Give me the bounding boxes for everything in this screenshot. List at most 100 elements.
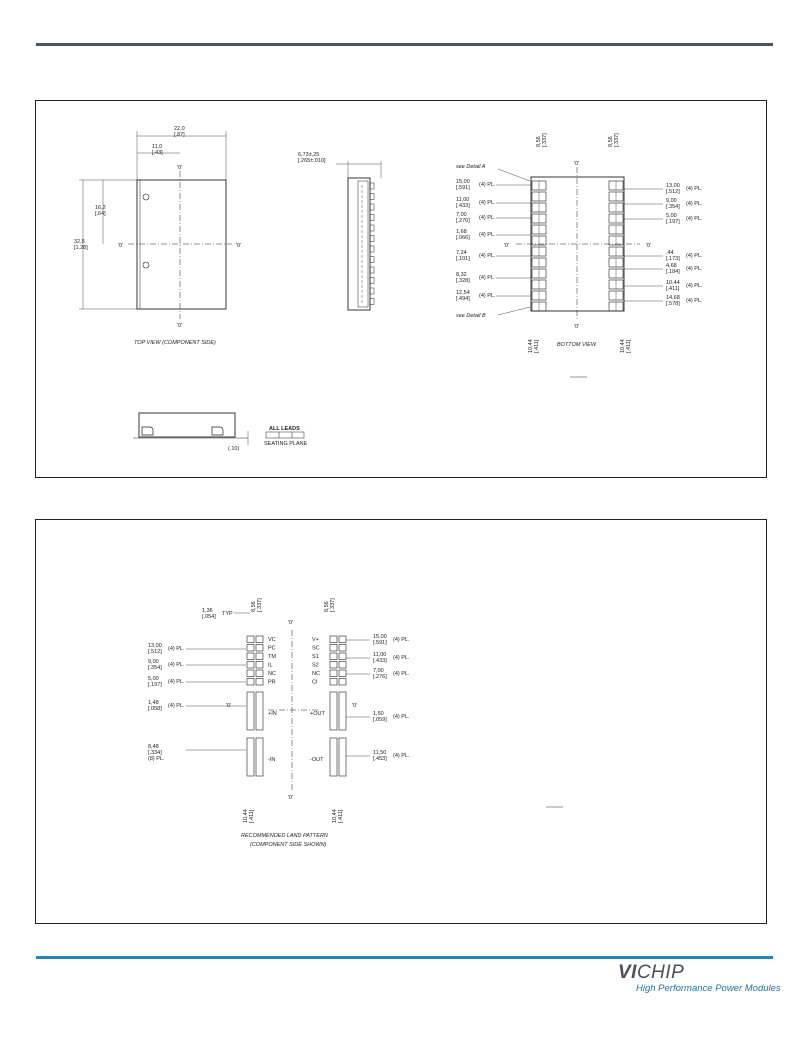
bv-left-dim-note: (4) PL. [479, 215, 496, 221]
bv-right-dim-mm: 14,68 [666, 295, 680, 301]
land-power-pad [255, 737, 264, 777]
land-pattern-caption: RECOMMENDED LAND PATTERN [241, 833, 328, 839]
bv-right-dim-note: (4) PL. [686, 253, 703, 259]
left-power-label: -IN [268, 757, 275, 763]
land-power-pad [255, 691, 264, 731]
land-pad [329, 669, 338, 677]
land-left-dim-mm: 1,48 [148, 700, 159, 706]
bv-left-dim-in: [.433] [456, 203, 470, 209]
land-left-dim-note: (4) PL. [168, 703, 185, 709]
bv-left-dim-mm: 1,68 [456, 229, 467, 235]
lp-top-left-dim-in: [.337] [257, 598, 263, 612]
bv-top-right-dim-in: [.337] [614, 133, 620, 147]
bv-right-dim-note: (4) PL. [686, 298, 703, 304]
land-power-pad [338, 737, 347, 777]
lp-bottom-right-dim: 10,44 [332, 809, 338, 823]
land-left-dim-mm: 5,00 [148, 676, 159, 682]
lp-bottom-left-dim-in: [.411] [249, 809, 255, 823]
bv-left-dim-in: [.276] [456, 218, 470, 224]
land-left-dimensions: 13,00[.512](4) PL.9,00[.354](4) PL.5,00[… [148, 643, 246, 762]
land-pad [255, 678, 264, 686]
land-right-dim-mm: 7,00 [373, 668, 384, 674]
side-view: 6,73±,25 [.265±.010] [298, 152, 382, 311]
bv-left-dim-note: (4) PL. [479, 293, 496, 299]
land-left-pad-column [246, 635, 264, 777]
header-rule [36, 43, 773, 46]
bv-bottom-right-dim: 10,44 [620, 339, 626, 353]
lp-top-right-dim: 8,56 [324, 601, 330, 612]
bv-right-dim-in: [.411] [666, 286, 680, 292]
land-power-pad [246, 691, 255, 731]
land-left-dim-in: [.197] [148, 682, 162, 688]
bv-left-dim-mm: 11,00 [456, 197, 469, 203]
bv-right-dim-note: (4) PL. [686, 283, 703, 289]
land-pad [329, 678, 338, 686]
land-pad [255, 635, 264, 643]
bv-left-dim-in: [.494] [456, 296, 470, 302]
logo-bold: VI [618, 962, 637, 983]
bv-top-right-dim: 8,56 [608, 136, 614, 147]
top-view-caption: TOP VIEW (COMPONENT SIDE) [134, 340, 216, 346]
land-pad [338, 661, 347, 669]
bv-left-dim-in: [.066] [456, 235, 470, 241]
land-pad [255, 669, 264, 677]
land-right-dim-note: (4) PL. [393, 671, 410, 677]
land-left-dim-in: [.334] [148, 750, 162, 756]
left-pin-label: NC [268, 671, 276, 677]
land-pad [246, 661, 255, 669]
land-right-dim-in: [.059] [373, 717, 387, 723]
land-left-dim-in: [.354] [148, 665, 162, 671]
right-pin-label: S2 [312, 663, 319, 669]
right-power-label: +OUT [310, 711, 325, 717]
bv-right-dim-mm: ,44 [666, 250, 674, 256]
bv-left-dim-in: [.591] [456, 185, 470, 191]
left-pin-label: VC [268, 637, 276, 643]
bv-left-dim-note: (4) PL. [479, 232, 496, 238]
lp-bottom-left-dim: 10,44 [243, 809, 249, 823]
seating-tolerance: (.10) [228, 446, 239, 452]
left-pin-label: TM [268, 654, 276, 660]
land-right-dim-mm: 1,50 [373, 711, 384, 717]
top-width-dim: 22,0 [174, 126, 185, 132]
land-origin-left: '0' [226, 703, 231, 709]
bv-right-dim-note: (4) PL. [686, 216, 703, 222]
bv-right-dim-in: [.512] [666, 189, 680, 195]
lp-top-right-dim-in: [.337] [330, 598, 336, 612]
land-left-dim-note: (4) PL. [168, 646, 185, 652]
bv-right-dim-in: [.354] [666, 204, 680, 210]
left-pin-label: PR [268, 680, 276, 686]
bottom-origin-left: '0' [504, 243, 509, 249]
top-pitch-dim-in: [.43] [152, 150, 163, 156]
land-right-dim-note: (4) PL. [393, 655, 410, 661]
package-outline-drawing: 22,0 [.87] 11,0 [.43] 32,5 [1.28] 16,2 [… [74, 126, 703, 452]
bv-left-dim-note: (4) PL. [479, 182, 496, 188]
land-pad [255, 652, 264, 660]
bottom-origin-right: '0' [646, 243, 651, 249]
top-view-body [136, 179, 227, 310]
top-view: 22,0 [.87] 11,0 [.43] 32,5 [1.28] 16,2 [… [74, 126, 241, 346]
left-pin-label: IL [268, 663, 273, 669]
pin-pitch-note: TYP [222, 611, 233, 617]
bv-right-dim-mm: 4,68 [666, 263, 677, 269]
top-width-dim-in: [.87] [174, 132, 185, 138]
land-right-dim-in: [.276] [373, 674, 387, 680]
right-pin-label: V+ [312, 637, 319, 643]
land-origin-top: '0' [288, 620, 293, 626]
detail-b-label: see Detail B [456, 313, 486, 319]
tagline: High Performance Power Modules [636, 983, 781, 994]
land-pad [246, 652, 255, 660]
vichip-logo: VICHIP High Performance Power Modules [618, 962, 781, 1002]
bottom-right-dimensions: 13,00[.512](4) PL.9,00[.354](4) PL.5,00[… [624, 183, 703, 307]
land-left-dim-note: (4) PL. [168, 662, 185, 668]
bv-left-dim-note: (4) PL. [479, 275, 496, 281]
left-pin-label: PC [268, 646, 276, 652]
bv-right-dim-mm: 13,00 [666, 183, 680, 189]
bv-right-dim-mm: 10,44 [666, 280, 680, 286]
bv-left-dim-mm: 12,54 [456, 290, 470, 296]
land-left-dim-note: (4) PL. [168, 679, 185, 685]
package-outline-panel: 22,0 [.87] 11,0 [.43] 32,5 [1.28] 16,2 [… [35, 100, 767, 478]
land-power-pad [246, 737, 255, 777]
land-power-pad [329, 737, 338, 777]
bv-bottom-left-dim-in: [.411] [534, 339, 540, 353]
